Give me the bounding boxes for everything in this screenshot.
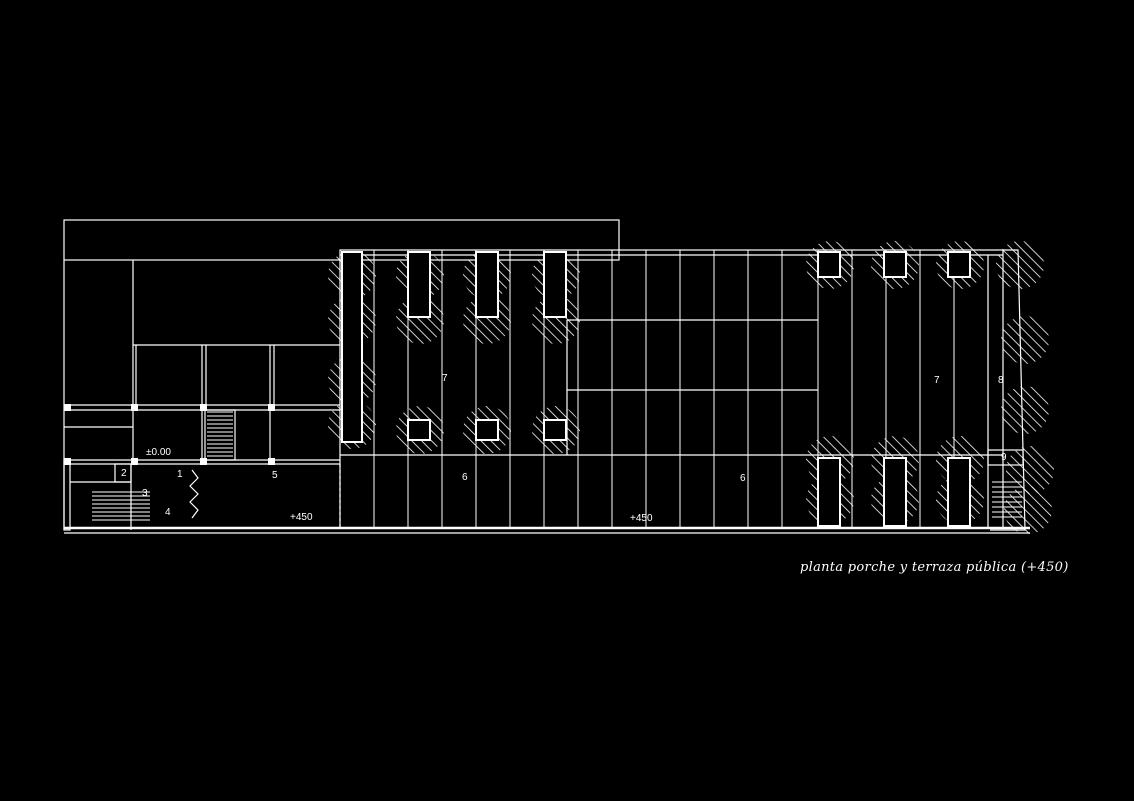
slanted-facade <box>990 249 1026 531</box>
room-label: 9 <box>1001 452 1007 463</box>
column <box>200 458 207 465</box>
column <box>268 458 275 465</box>
room-label: 8 <box>998 375 1004 386</box>
pillar <box>543 251 567 318</box>
drawing-caption: planta porche y terraza pública (+450) <box>800 560 1069 575</box>
column <box>64 458 71 465</box>
room-label: 6 <box>462 472 468 483</box>
pillar <box>947 457 971 527</box>
hatch-circle <box>996 241 1044 289</box>
pillar <box>341 251 363 443</box>
outer-wall-column <box>63 459 71 531</box>
pillar <box>883 457 907 527</box>
column <box>64 404 71 411</box>
columns <box>64 404 275 465</box>
pillar <box>407 251 431 318</box>
room-label: 5 <box>272 470 278 481</box>
column <box>200 404 207 411</box>
hatch-circle <box>1001 316 1049 364</box>
pillar <box>543 419 567 441</box>
room-label: 3 <box>142 488 148 499</box>
column <box>131 458 138 465</box>
pillar <box>475 251 499 318</box>
level-label: ±0.00 <box>146 447 171 458</box>
stair-treads <box>92 411 1022 521</box>
room-label: 7 <box>442 373 448 384</box>
pillar <box>817 251 841 278</box>
level-label: +450 <box>290 512 313 523</box>
level-label: +450 <box>630 513 653 524</box>
pillar <box>407 419 431 441</box>
room-9-box <box>987 449 1024 466</box>
room-label: 1 <box>177 469 183 480</box>
pillar <box>947 251 971 278</box>
vegetation-hatching <box>328 241 1054 534</box>
room-label: 7 <box>934 375 940 386</box>
column <box>268 404 275 411</box>
hatch-circle <box>1004 486 1052 534</box>
room-label: 4 <box>165 507 171 518</box>
door-zigzag <box>189 469 199 519</box>
room-label: 6 <box>740 473 746 484</box>
stair-outline <box>204 409 236 461</box>
hatch-circle <box>1001 386 1049 434</box>
structural-grid <box>373 250 955 528</box>
pillars <box>341 251 971 527</box>
pillar <box>475 419 499 441</box>
room-label: 2 <box>121 468 127 479</box>
pillar <box>817 457 841 527</box>
pillar <box>883 251 907 278</box>
column <box>131 404 138 411</box>
